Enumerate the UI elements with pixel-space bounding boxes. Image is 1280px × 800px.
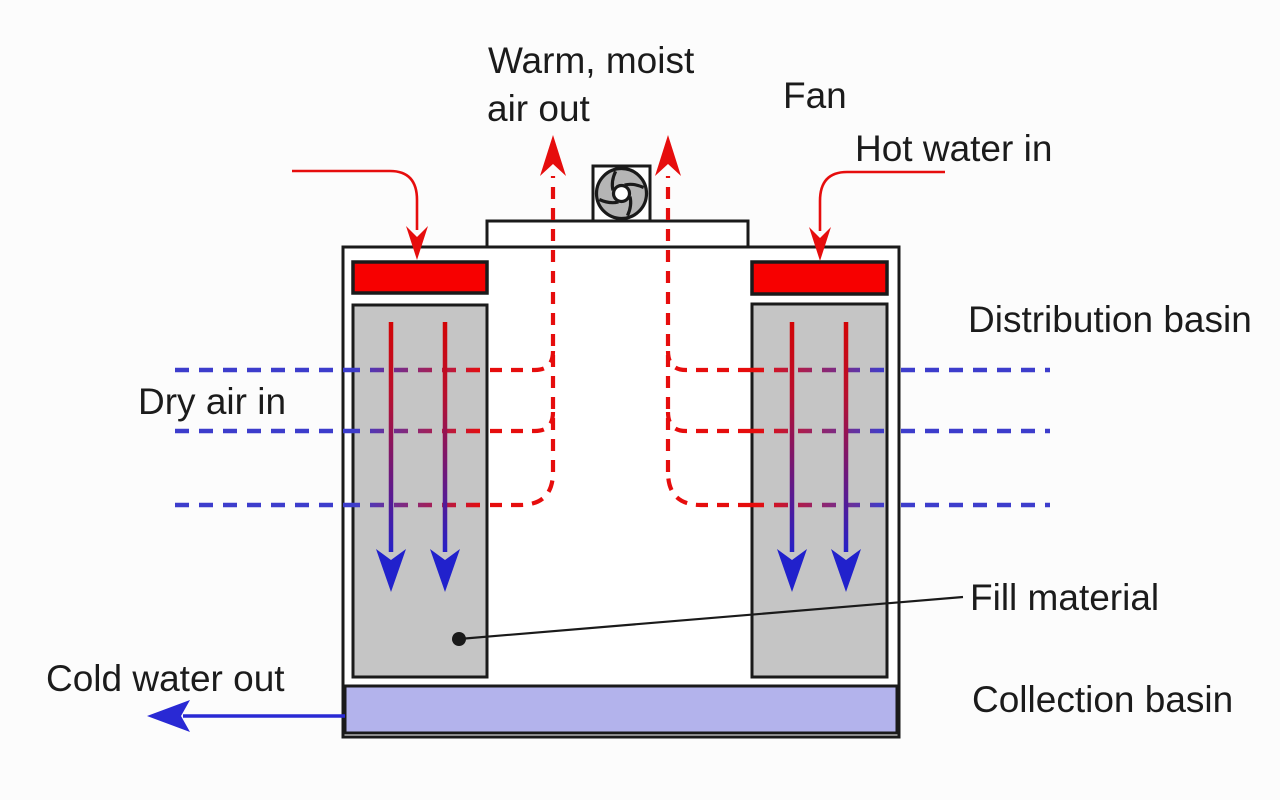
air-lines-through-fill (346, 367, 892, 508)
warm-air-arrowheads (540, 135, 681, 176)
hot-water-arrowhead-right (809, 227, 831, 261)
fan-blade (626, 196, 633, 217)
cold-water-arrowhead (147, 700, 190, 732)
fan-blade (610, 170, 618, 191)
falling-water-arrowhead (831, 549, 861, 592)
hot-water-arrow-left-line (292, 169, 419, 230)
warm-air-curve (490, 411, 556, 434)
label-dry-air-in: Dry air in (138, 381, 286, 422)
hot-water-arrows (292, 169, 945, 261)
warm-air-curve (665, 471, 750, 508)
falling-water-arrowhead (376, 549, 406, 592)
dry-air-lines (175, 367, 1050, 508)
fan-blade (624, 182, 645, 189)
fill-material-right (750, 302, 889, 679)
label-hot-water-in: Hot water in (855, 128, 1052, 169)
warm-air-arrowhead-left (540, 135, 566, 176)
label-collection-basin: Collection basin (972, 679, 1233, 720)
warm-air-curve (490, 350, 556, 373)
hot-water-arrow-right-line (818, 170, 945, 231)
label-warm-moist-air-line2: air out (487, 88, 591, 129)
label-fill-material: Fill material (970, 577, 1159, 618)
label-warm-moist-air-line1: Warm, moist (488, 40, 695, 81)
fan-hub (611, 183, 632, 204)
tower-structure (341, 164, 901, 739)
falling-water-arrowhead (777, 549, 807, 592)
hot-water-arrowhead-left (406, 226, 428, 260)
distribution-basin-right (750, 260, 889, 296)
falling-water-arrowhead (430, 549, 460, 592)
fill-material-dot (452, 632, 466, 646)
label-distribution-basin: Distribution basin (968, 299, 1252, 340)
warm-air-curve (490, 471, 556, 508)
fill-material-left (351, 303, 489, 679)
cold-water-arrow (147, 700, 345, 732)
label-fan: Fan (783, 75, 847, 116)
fan-blade (598, 198, 619, 205)
warm-air-curve (665, 411, 750, 434)
labels: Warm, moist air out Fan Hot water in Dis… (46, 40, 1252, 720)
fill-material-pointer (452, 595, 964, 646)
warm-air-arrowhead-right (655, 135, 681, 176)
fan-icon (594, 166, 649, 221)
warm-air-curve (665, 350, 750, 373)
distribution-basin-left (351, 260, 489, 295)
warm-air-lines (490, 176, 750, 508)
fan-deck (485, 219, 750, 249)
fill-material-leader-line (458, 595, 964, 641)
falling-water-arrows (376, 322, 861, 592)
label-cold-water-out: Cold water out (46, 658, 285, 699)
collection-basin (343, 684, 899, 735)
